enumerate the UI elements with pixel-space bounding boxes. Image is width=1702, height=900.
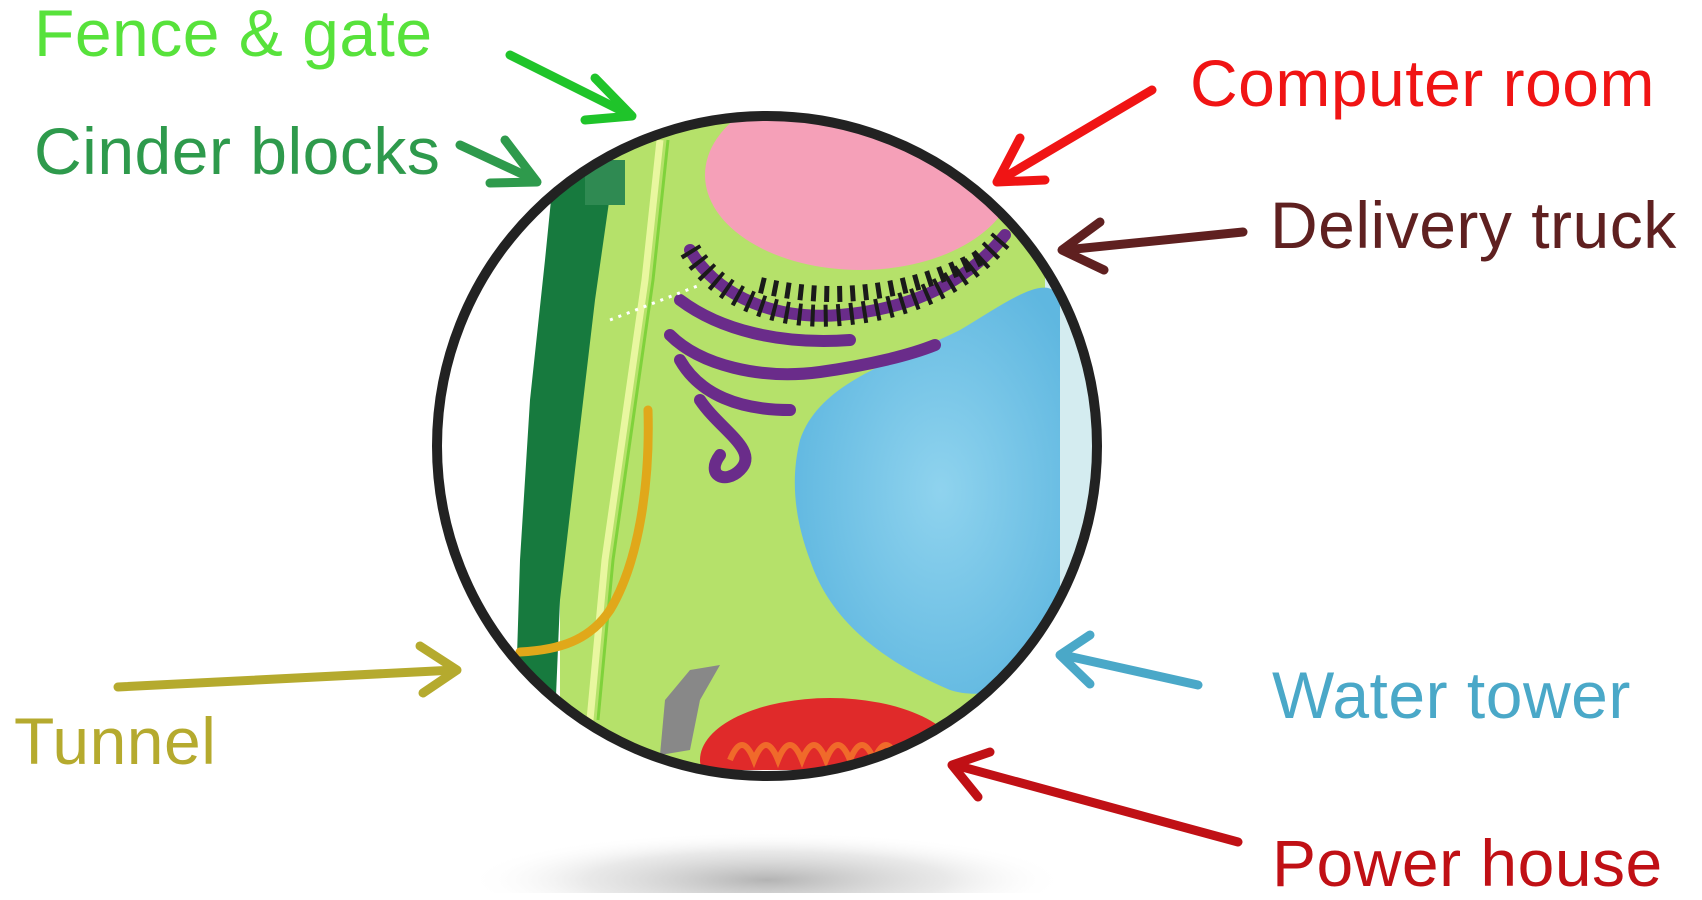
lens-shadow: [467, 832, 1067, 893]
label-computer-room: Computer room: [1190, 50, 1655, 116]
cell-zoom: [420, 80, 1120, 822]
arrow-fence-gate: [510, 55, 632, 120]
arrow-water-tower: [1060, 635, 1198, 685]
arrow-tunnel: [118, 646, 457, 693]
nucleus: [705, 80, 1015, 270]
arrow-power-house: [952, 752, 1238, 842]
label-delivery-truck: Delivery truck: [1270, 192, 1677, 258]
label-power-house: Power house: [1272, 830, 1663, 896]
mitochondrion: [700, 698, 960, 822]
arrow-delivery-truck: [1062, 222, 1243, 270]
label-cinder-blocks: Cinder blocks: [34, 118, 440, 184]
label-tunnel: Tunnel: [14, 708, 216, 774]
label-water-tower: Water tower: [1272, 662, 1631, 728]
label-fence-gate: Fence & gate: [34, 0, 433, 66]
arrow-computer-room: [997, 90, 1152, 182]
arrow-cinder-blocks: [460, 140, 537, 183]
